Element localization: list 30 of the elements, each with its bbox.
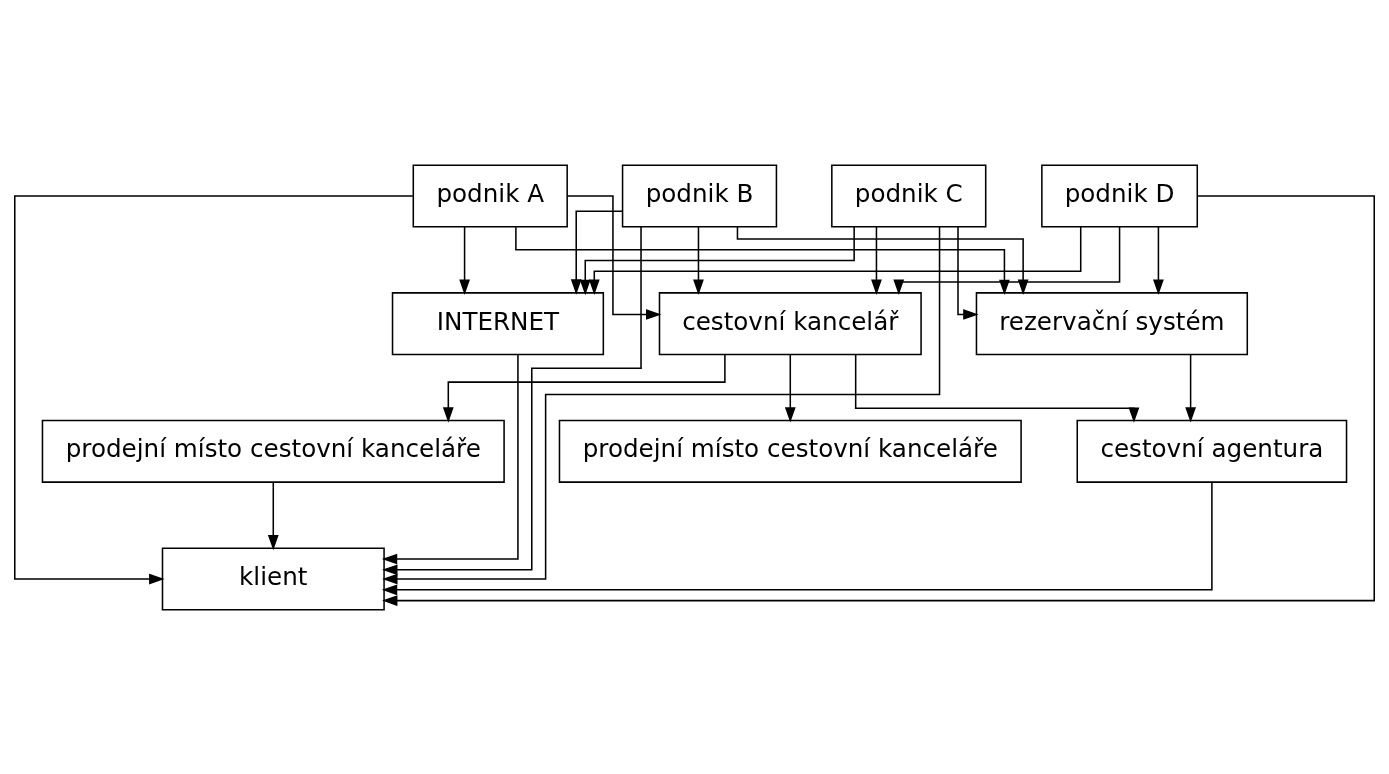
- node-box: podnik A: [412, 163, 568, 227]
- arrow: [566, 194, 662, 320]
- arrow: [784, 353, 796, 423]
- arrow: [1185, 353, 1196, 423]
- arrow: [871, 225, 882, 295]
- arrow: [382, 194, 1375, 606]
- node-box: prodejní místo cestovní kanceláře: [558, 419, 1022, 483]
- node-box: cestovní agentura: [1076, 419, 1348, 483]
- node-box: podnik B: [621, 163, 778, 227]
- arrow: [381, 481, 1213, 595]
- arrow: [579, 225, 855, 295]
- arrow: [1153, 225, 1164, 295]
- arrow: [854, 353, 1140, 423]
- node-box: klient: [161, 547, 385, 611]
- node-box: podnik D: [1041, 163, 1199, 227]
- arrow: [693, 225, 704, 295]
- node-box: cestovní kancelář: [658, 291, 922, 355]
- node-box: podnik C: [831, 163, 987, 227]
- node-box: rezervační systém: [975, 291, 1249, 355]
- arrow: [381, 353, 519, 564]
- arrow: [570, 210, 623, 295]
- arrow: [382, 225, 941, 584]
- arrow: [957, 225, 979, 320]
- arrow: [14, 194, 414, 584]
- arrow: [267, 481, 279, 550]
- arrow: [442, 353, 726, 423]
- arrow: [459, 225, 470, 295]
- node-box: prodejní místo cestovní kanceláře: [41, 419, 505, 483]
- arrow: [382, 225, 642, 575]
- node-box: INTERNET: [391, 291, 605, 355]
